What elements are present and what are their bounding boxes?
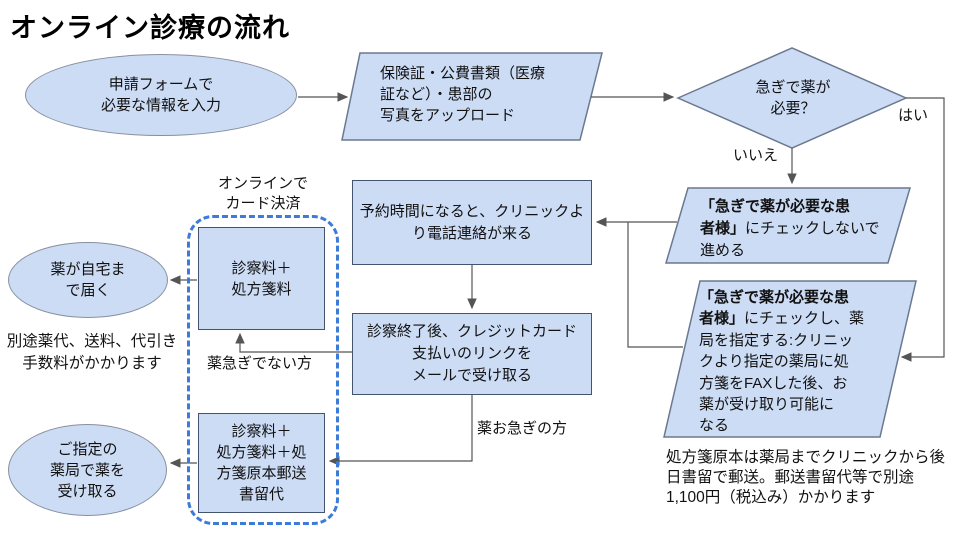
upload-step-label: 保険証・公費書類（医療 証など）・患部の 写真をアップロード: [380, 65, 546, 124]
connector-yesbranch-join: [627, 222, 683, 348]
not-urgent-edge-label: 薬急ぎでない方: [207, 355, 313, 372]
fee-online-box: 診察料＋ 処方箋料: [198, 227, 325, 330]
payment-link-step: 診察終了後、クレジットカード 支払いのリンクを メールで受け取る: [352, 313, 592, 395]
upload-step-shape: [341, 52, 603, 141]
start-ellipse: 申請フォームで 必要な情報を入力: [25, 54, 297, 136]
yes-branch-step-shape: [663, 280, 917, 438]
mail-fees-note: 処方箋原本は薬局までクリニックから後 日書留で郵送。郵送書留代等で別途 1,10…: [666, 449, 946, 506]
fee-mail-box: 診察料＋ 処方箋料＋処 方箋原本郵送 書留代: [198, 413, 325, 513]
page-title: オンライン診療の流れ: [10, 13, 290, 43]
yes-branch-label-rest: にチェックし、薬 局を指定する:クリニッ クより指定の薬局に処 方箋をFAXした…: [699, 310, 865, 435]
connector-payment-to-fee-online: [235, 332, 352, 353]
card-payment-group-label: オンラインで カード決済: [217, 175, 308, 212]
no-branch-label: 「急ぎで薬が必要な患 者様」にチェックしないで 進める: [700, 196, 902, 262]
no-branch-label-bold: 「急ぎで薬が必要な患 者様」: [700, 198, 851, 237]
yes-branch-label-bold: 「急ぎで薬が必要な患 者様」: [699, 289, 850, 328]
yes-branch-label: 「急ぎで薬が必要な患 者様」にチェックし、薬 局を指定する:クリニッ クより指定…: [699, 287, 885, 437]
no-branch-label-rest: にチェックしないで 進める: [700, 220, 880, 259]
decision-label: 急ぎで薬が 必要？: [755, 79, 831, 117]
no-branch-step-shape: [664, 187, 912, 264]
delivery-fees-note: 別途薬代、送料、代引き 手数料がかかります: [6, 333, 178, 372]
card-payment-group-box: [187, 215, 339, 525]
pharmacy-pickup-ellipse: ご指定の 薬局で薬を 受け取る: [8, 424, 167, 516]
urgent-edge-label: 薬お急ぎの方: [477, 420, 568, 437]
no-edge-label: いいえ: [733, 147, 779, 164]
phone-call-step: 予約時間になると、クリニックよ り電話連絡が来る: [352, 180, 592, 265]
connector-decision-yes: [900, 97, 945, 362]
home-delivery-ellipse: 薬が自宅ま で届く: [8, 242, 168, 318]
yes-edge-label: はい: [898, 107, 929, 124]
connector-payment-to-fee-mail: [328, 395, 473, 466]
